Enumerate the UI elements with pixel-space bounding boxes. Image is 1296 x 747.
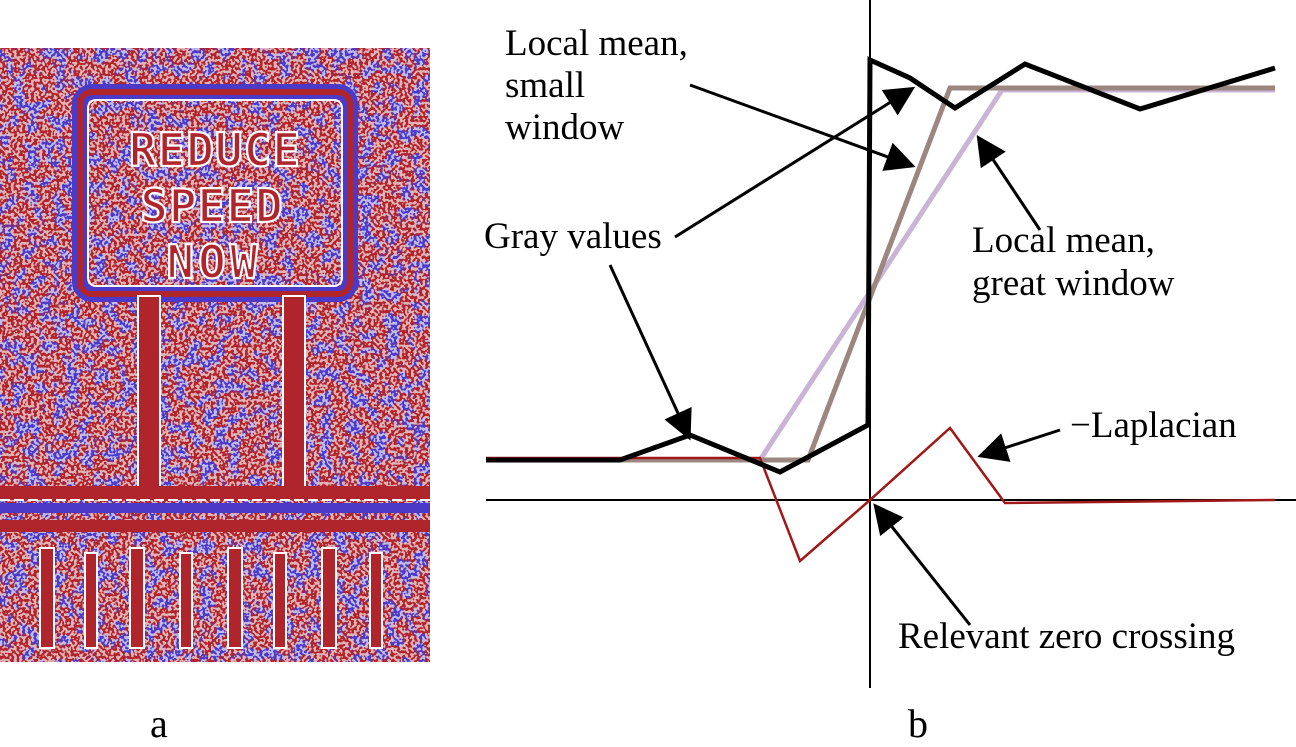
- edge-map-image: REDUCE SPEED NOW: [0, 48, 430, 662]
- svg-text:NOW: NOW: [166, 235, 261, 289]
- panel-a-label: a: [150, 701, 168, 746]
- label-local-mean-small-2: small: [505, 65, 585, 106]
- local-mean-small-window-curve: [486, 85, 1275, 463]
- panel-b-label: b: [908, 701, 928, 742]
- label-local-mean-great-1: Local mean,: [972, 220, 1155, 261]
- label-relevant-zero-crossing: Relevant zero crossing: [898, 616, 1235, 657]
- sign-board: [72, 84, 358, 302]
- annotation-arrows: [608, 83, 1061, 626]
- laplacian-curve: [486, 426, 1276, 564]
- svg-text:SPEED: SPEED: [140, 179, 283, 233]
- label-gray-values: Gray values: [484, 216, 662, 257]
- label-local-mean-small-1: Local mean,: [505, 23, 688, 64]
- label-local-mean-great-2: great window: [972, 263, 1175, 304]
- sign-posts: [137, 295, 306, 497]
- gray-values-curve: [486, 56, 1276, 475]
- profile-diagram: Local mean, small window Gray values Loc…: [484, 0, 1296, 742]
- label-laplacian: −Laplacian: [1070, 405, 1237, 446]
- label-local-mean-small-3: window: [505, 107, 625, 148]
- fence: [39, 547, 383, 649]
- sign-text: REDUCE SPEED NOW: [128, 122, 301, 290]
- road-edges: [0, 486, 430, 532]
- svg-text:REDUCE: REDUCE: [129, 123, 301, 177]
